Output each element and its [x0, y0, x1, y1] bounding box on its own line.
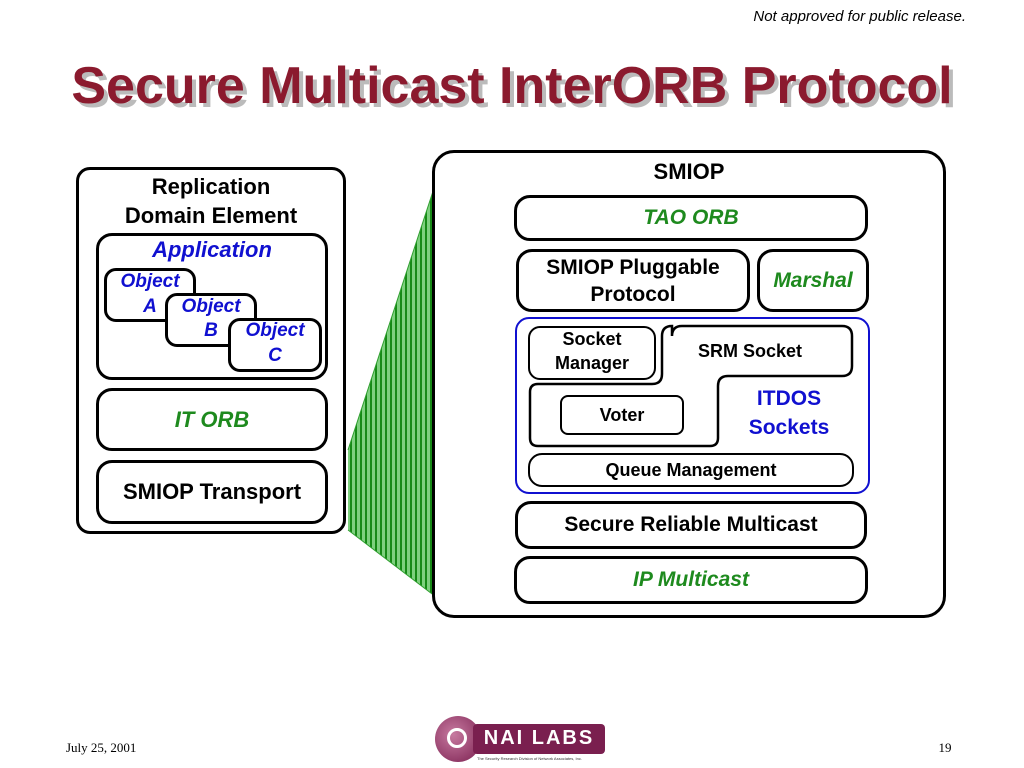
footer-date: July 25, 2001 — [66, 740, 137, 755]
ip-multicast-box: IP Multicast — [514, 556, 868, 604]
page-number: 19 — [938, 740, 952, 755]
smiop-heading: SMIOP — [653, 159, 725, 184]
release-notice: Not approved for public release. — [753, 8, 966, 25]
secure-reliable-multicast-box: Secure Reliable Multicast — [515, 501, 867, 549]
tao-orb-box: TAO ORB — [514, 195, 868, 241]
it-orb-box: IT ORB — [96, 388, 328, 451]
marshal-box: Marshal — [757, 249, 869, 312]
zoom-connector — [347, 169, 441, 601]
page-title: Secure Multicast InterORB Protocol Secur… — [0, 56, 1024, 119]
itdos-label-line2: Sockets — [748, 416, 830, 439]
connector-wedge — [348, 170, 440, 600]
logo-bar — [473, 724, 605, 754]
object-a-line1: Object — [120, 271, 180, 292]
object-c — [228, 318, 322, 372]
object-b-line1: Object — [181, 296, 241, 317]
object-a-line2: A — [143, 296, 157, 317]
application-label: Application — [152, 237, 272, 262]
page-title-shadow: Secure Multicast InterORB Protocol — [75, 61, 957, 119]
smiop-transport-box: SMIOP Transport — [96, 460, 328, 524]
queue-management-box: Queue Management — [528, 453, 854, 487]
object-c-line2: C — [268, 345, 282, 366]
socket-manager-box — [528, 326, 656, 380]
pluggable-line1: SMIOP Pluggable — [546, 256, 720, 279]
pluggable-line2: Protocol — [590, 283, 676, 306]
srm-socket-label: SRM Socket — [697, 341, 803, 361]
replication-heading-line1: Replication — [151, 174, 271, 199]
logo-emblem-mark — [447, 728, 467, 748]
object-c-line1: Object — [245, 320, 305, 341]
replication-heading-line2: Domain Element — [124, 203, 298, 228]
object-b-line2: B — [204, 320, 218, 341]
smiop-pluggable-protocol-box — [516, 249, 750, 312]
itdos-label-line1: ITDOS — [756, 387, 822, 410]
logo-text: NAI LABS — [483, 727, 595, 749]
socket-manager-line2: Manager — [554, 353, 630, 373]
socket-manager-line1: Socket — [562, 329, 622, 349]
nai-labs-logo: NAI LABS The Security Research Division … — [433, 714, 608, 766]
page-title-text: Secure Multicast InterORB Protocol — [71, 57, 953, 115]
voter-box: Voter — [560, 395, 684, 435]
logo-subtext: The Security Research Division of Networ… — [477, 756, 582, 761]
